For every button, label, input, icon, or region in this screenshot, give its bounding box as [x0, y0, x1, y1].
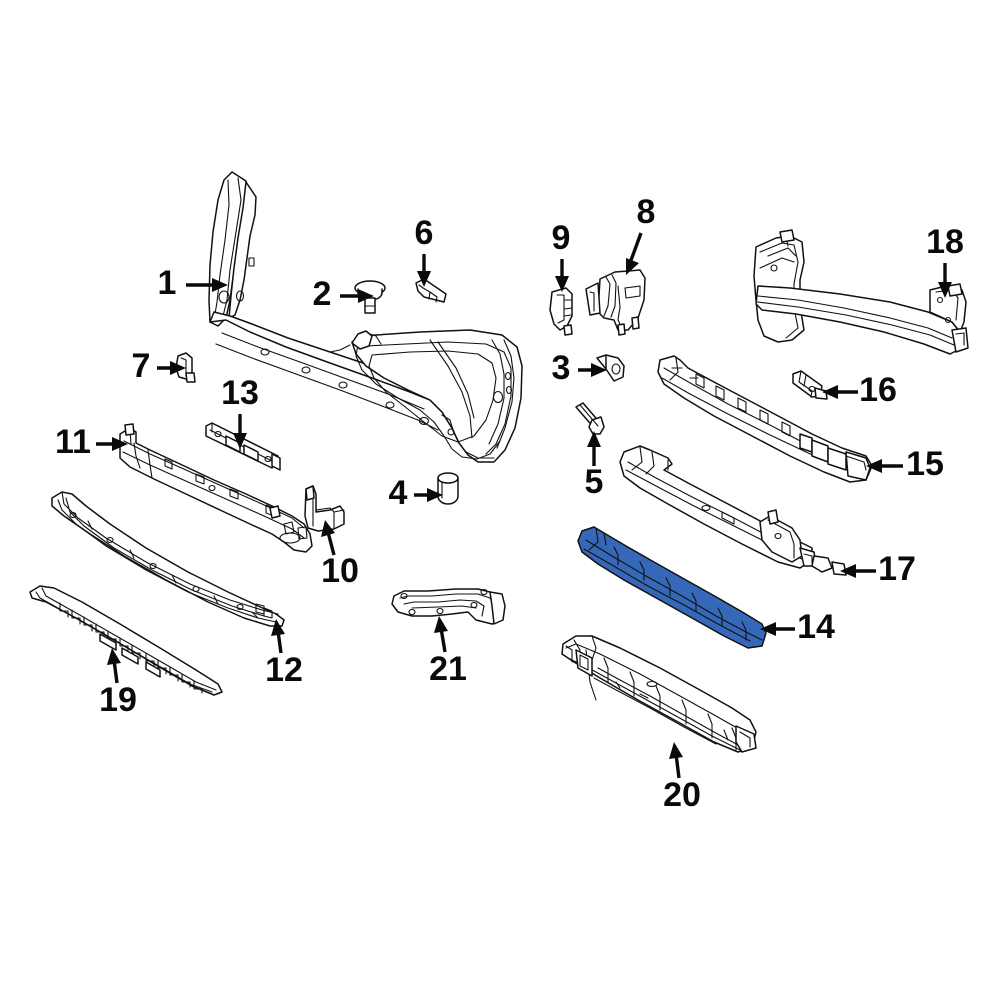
- part-14-front-bumper-lower-absorber[interactable]: [577, 526, 767, 649]
- callout-13[interactable]: 13: [221, 374, 259, 449]
- callout-label-9: 9: [552, 219, 571, 257]
- callout-label-16: 16: [859, 371, 897, 409]
- callout-7[interactable]: 7: [132, 347, 186, 385]
- callout-1[interactable]: 1: [158, 264, 228, 302]
- callout-label-14: 14: [797, 608, 835, 646]
- callout-12[interactable]: 12: [265, 619, 303, 689]
- part-21-air-guide-duct[interactable]: [391, 588, 506, 625]
- part-6-bumper-bracket-small[interactable]: [415, 278, 447, 303]
- part-17-reinforcement-end-bracket[interactable]: [619, 445, 847, 576]
- callout-label-1: 1: [158, 264, 177, 302]
- callout-label-17: 17: [878, 550, 916, 588]
- callout-label-8: 8: [637, 193, 656, 231]
- callout-10[interactable]: 10: [321, 520, 359, 590]
- callout-9[interactable]: 9: [552, 219, 571, 292]
- part-7-side-retainer-clip[interactable]: [175, 352, 196, 383]
- callout-label-19: 19: [99, 681, 137, 719]
- callout-6[interactable]: 6: [415, 214, 434, 287]
- callout-14[interactable]: 14: [760, 608, 835, 646]
- callout-5[interactable]: 5: [585, 431, 604, 501]
- part-12-lower-grille-molding[interactable]: [51, 491, 285, 627]
- callout-21[interactable]: 21: [429, 616, 467, 688]
- part-8-air-duct-bracket[interactable]: [585, 269, 646, 336]
- callout-layer: 1 2 3 4 5: [55, 193, 964, 814]
- callout-label-5: 5: [585, 463, 604, 501]
- callout-label-10: 10: [321, 552, 359, 590]
- callout-15[interactable]: 15: [866, 445, 944, 483]
- part-4-push-pin-retainer[interactable]: [437, 472, 459, 505]
- callout-2[interactable]: 2: [313, 275, 374, 313]
- part-9-side-mount-bracket[interactable]: [549, 287, 573, 336]
- callout-4[interactable]: 4: [389, 474, 443, 512]
- callout-3[interactable]: 3: [552, 349, 607, 387]
- callout-label-20: 20: [663, 776, 701, 814]
- callout-label-6: 6: [415, 214, 434, 252]
- part-10-center-support-bracket[interactable]: [304, 485, 345, 532]
- part-3-flange-bolt-short[interactable]: [596, 354, 625, 382]
- part-1-front-bumper-cover[interactable]: [208, 171, 523, 463]
- part-18-bumper-impact-bar[interactable]: [753, 229, 969, 355]
- callout-label-15: 15: [906, 445, 944, 483]
- part-20-lower-bumper-absorber-tray[interactable]: [561, 635, 757, 753]
- callout-16[interactable]: 16: [822, 371, 897, 409]
- callout-11[interactable]: 11: [55, 423, 128, 461]
- part-13-license-plate-bracket[interactable]: [205, 422, 281, 471]
- callout-label-12: 12: [265, 651, 303, 689]
- part-15-bumper-energy-absorber[interactable]: [657, 355, 873, 483]
- part-5-flange-bolt-long[interactable]: [575, 402, 605, 435]
- callout-19[interactable]: 19: [99, 648, 137, 719]
- callout-20[interactable]: 20: [663, 742, 701, 814]
- callout-label-13: 13: [221, 374, 259, 412]
- callout-label-18: 18: [926, 223, 964, 261]
- callout-label-21: 21: [429, 650, 467, 688]
- callout-label-11: 11: [55, 423, 91, 461]
- part-11-upper-grille-reinforcement[interactable]: [119, 423, 313, 553]
- callout-label-2: 2: [313, 275, 332, 313]
- callout-label-3: 3: [552, 349, 571, 387]
- part-16-small-mounting-clip[interactable]: [792, 370, 828, 400]
- part-19-lower-valance-trim[interactable]: [29, 585, 223, 696]
- callout-8[interactable]: 8: [626, 193, 655, 275]
- callout-label-7: 7: [132, 347, 151, 385]
- callout-label-4: 4: [389, 474, 408, 512]
- callout-17[interactable]: 17: [840, 550, 916, 588]
- callout-18[interactable]: 18: [926, 223, 964, 298]
